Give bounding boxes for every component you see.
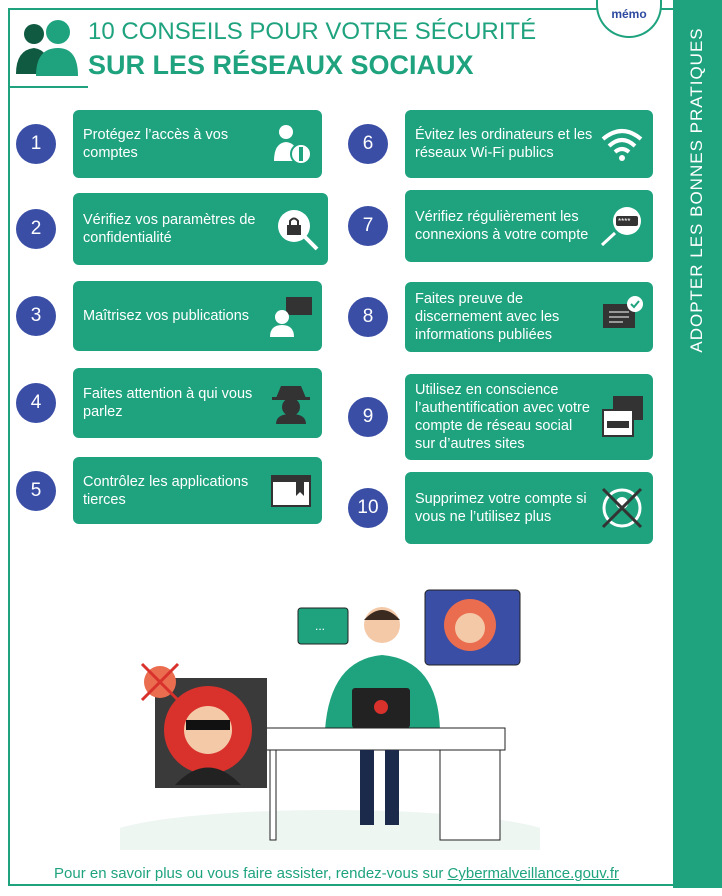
tip-card-4: Faites attention à qui vous parlez xyxy=(73,368,322,438)
title-line2: SUR LES RÉSEAUX SOCIAUX xyxy=(88,50,474,80)
tip-number-10: 10 xyxy=(348,488,388,528)
tip-number-2: 2 xyxy=(16,209,56,249)
tip-card-6: Évitez les ordinateurs et les réseaux Wi… xyxy=(405,110,653,178)
tip-card-8: Faites preuve de discernement avec les i… xyxy=(405,282,653,352)
app-window-icon xyxy=(271,474,311,507)
chat-bubble-icon xyxy=(297,607,349,645)
users-icon xyxy=(16,20,78,76)
tip-text: Faites preuve de discernement avec les i… xyxy=(415,291,560,343)
footer-text: Pour en savoir plus ou vous faire assist… xyxy=(54,865,448,882)
tip-card-5: Contrôlez les applications tierces xyxy=(73,457,322,524)
tip-number-9: 9 xyxy=(348,397,388,437)
tip-number-4: 4 xyxy=(16,383,56,423)
tip-number-8: 8 xyxy=(348,297,388,337)
tip-text: Vérifiez régulièrement les connexions à … xyxy=(415,209,589,243)
side-label: ADOPTER LES BONNES PRATIQUES xyxy=(687,27,706,353)
tip-number-1: 1 xyxy=(16,124,56,164)
tip-card-2: Vérifiez vos paramètres de confidentiali… xyxy=(73,193,328,265)
tip-text: Vérifiez vos paramètres de confidentiali… xyxy=(83,212,256,246)
delete-user-icon xyxy=(601,487,643,529)
tip-text: Maîtrisez vos publications xyxy=(83,308,250,324)
title-line1: 10 CONSEILS POUR VOTRE SÉCURITÉ xyxy=(88,18,537,45)
footer: Pour en savoir plus ou vous faire assist… xyxy=(0,865,673,882)
tip-card-3: Maîtrisez vos publications xyxy=(73,281,322,351)
tip-card-1: Protégez l’accès à vos comptes xyxy=(73,110,322,178)
tip-text: Contrôlez les applications tierces xyxy=(83,473,249,508)
divider xyxy=(8,86,88,88)
svg-text:****: **** xyxy=(618,217,630,226)
tip-text: Faites attention à qui vous parlez xyxy=(83,386,253,420)
tip-text: Évitez les ordinateurs et les réseaux Wi… xyxy=(415,127,593,161)
tip-number-5: 5 xyxy=(16,470,56,511)
tip-text: Protégez l’accès à vos comptes xyxy=(83,127,229,161)
website-link[interactable]: Cybermalveillance.gouv.fr xyxy=(447,865,619,882)
tip-number-3: 3 xyxy=(16,296,56,336)
tip-text: Supprimez votre compte si vous ne l’util… xyxy=(415,491,587,525)
tip-number-6: 6 xyxy=(348,124,388,164)
wifi-icon xyxy=(601,129,643,161)
spy-icon xyxy=(272,386,310,424)
tip-card-9: Utilisez en conscience l’authentificatio… xyxy=(405,374,653,460)
user-shield-icon xyxy=(274,125,312,165)
user-chat-icon xyxy=(270,297,312,337)
password-magnifier-icon: **** xyxy=(600,207,641,247)
tip-card-7: Vérifiez régulièrement les connexions à … xyxy=(405,190,653,262)
svg-text:...: ... xyxy=(315,619,325,633)
login-windows-icon xyxy=(602,396,643,437)
page-frame xyxy=(8,8,673,886)
tip-text: Utilisez en conscience l’authentificatio… xyxy=(415,382,590,452)
message-check-icon xyxy=(603,296,643,328)
tip-number-7: 7 xyxy=(348,206,388,246)
side-strip xyxy=(673,0,722,888)
lock-magnifier-icon xyxy=(278,210,319,251)
tip-card-10: Supprimez votre compte si vous ne l’util… xyxy=(405,472,653,544)
illustration: ... xyxy=(120,589,540,850)
